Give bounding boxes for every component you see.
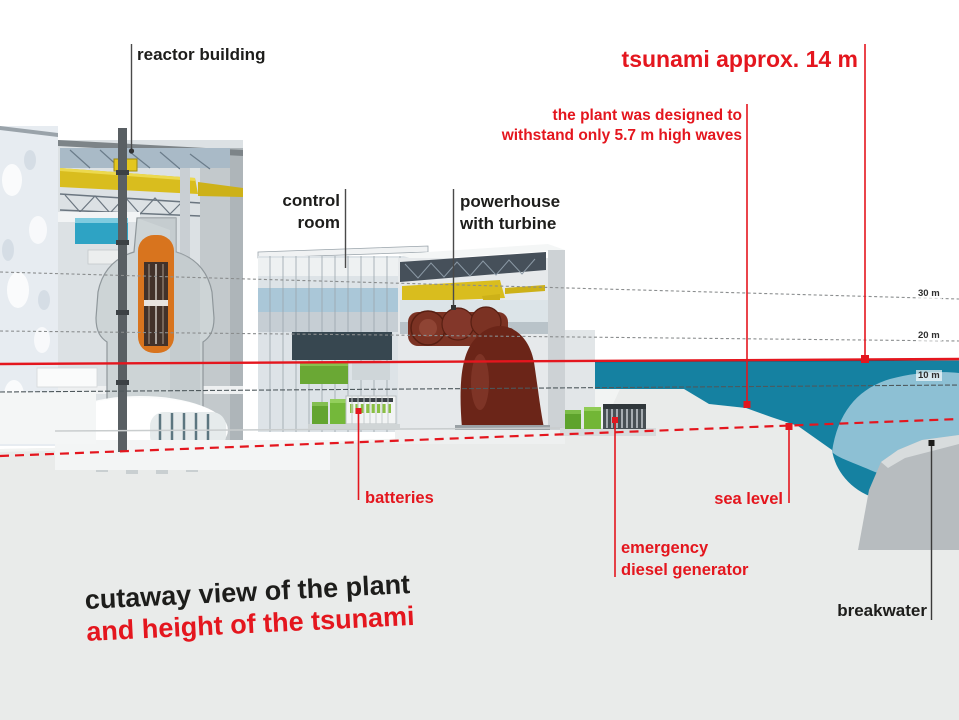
design-wave-note: the plant was designed to withstand only… [502,106,742,146]
design-wave-marker-dot [743,401,751,408]
powerhouse-label: powerhouse with turbine [460,191,560,235]
control-room-label-line2: room [297,213,341,232]
scale-30m-label: 30 m [916,288,942,299]
breakwater-top-face [881,435,959,468]
gridline-20m [0,330,959,342]
gridline-10m [0,384,959,393]
emergency-generator-label: emergency diesel generator [621,537,748,581]
diesel-generator-equipment [560,404,656,436]
generator-marker-dot [612,417,618,423]
control-room-label-line1: control [282,191,340,210]
tsunami-marker-dot [861,355,869,363]
sea-level-label: sea level [714,490,783,508]
emergency-generator-label-line2: diesel generator [621,561,749,579]
tsunami-height-line [0,357,959,366]
reactor-building-label: reactor building [137,45,266,64]
control-room-label: control room [282,190,340,234]
control-console [300,362,348,384]
design-wave-note-line1: the plant was designed to [552,107,742,124]
sea-level-marker-dot [785,423,793,430]
powerhouse-label-line2: with turbine [460,214,557,233]
generator-slats [606,409,643,428]
tsunami-height-label: tsunami approx. 14 m [621,46,858,72]
powerhouse-building [398,244,565,440]
sea-level-dashed-line [0,417,959,458]
leader-lines [128,44,935,620]
support-pillar [116,128,129,452]
turbine-generator [408,306,550,432]
elevation-gridlines [0,271,959,393]
side-shed [36,367,98,388]
emergency-generator-label-line1: emergency [621,539,709,557]
scale-10m-label: 10 m [916,370,942,381]
design-wave-note-line2: withstand only 5.7 m high waves [501,127,742,144]
side-platform [0,392,96,444]
breakwater-marker-dot [928,440,935,446]
batteries-label: batteries [365,489,434,507]
gridline-30m [0,271,959,300]
batteries-marker-dot [355,408,362,414]
scale-20m-label: 20 m [916,330,942,341]
powerhouse-label-line1: powerhouse [460,192,561,211]
breakwater-label: breakwater [837,601,927,620]
reactor-pressure-vessel [138,235,174,353]
ground-terrain [0,389,959,720]
